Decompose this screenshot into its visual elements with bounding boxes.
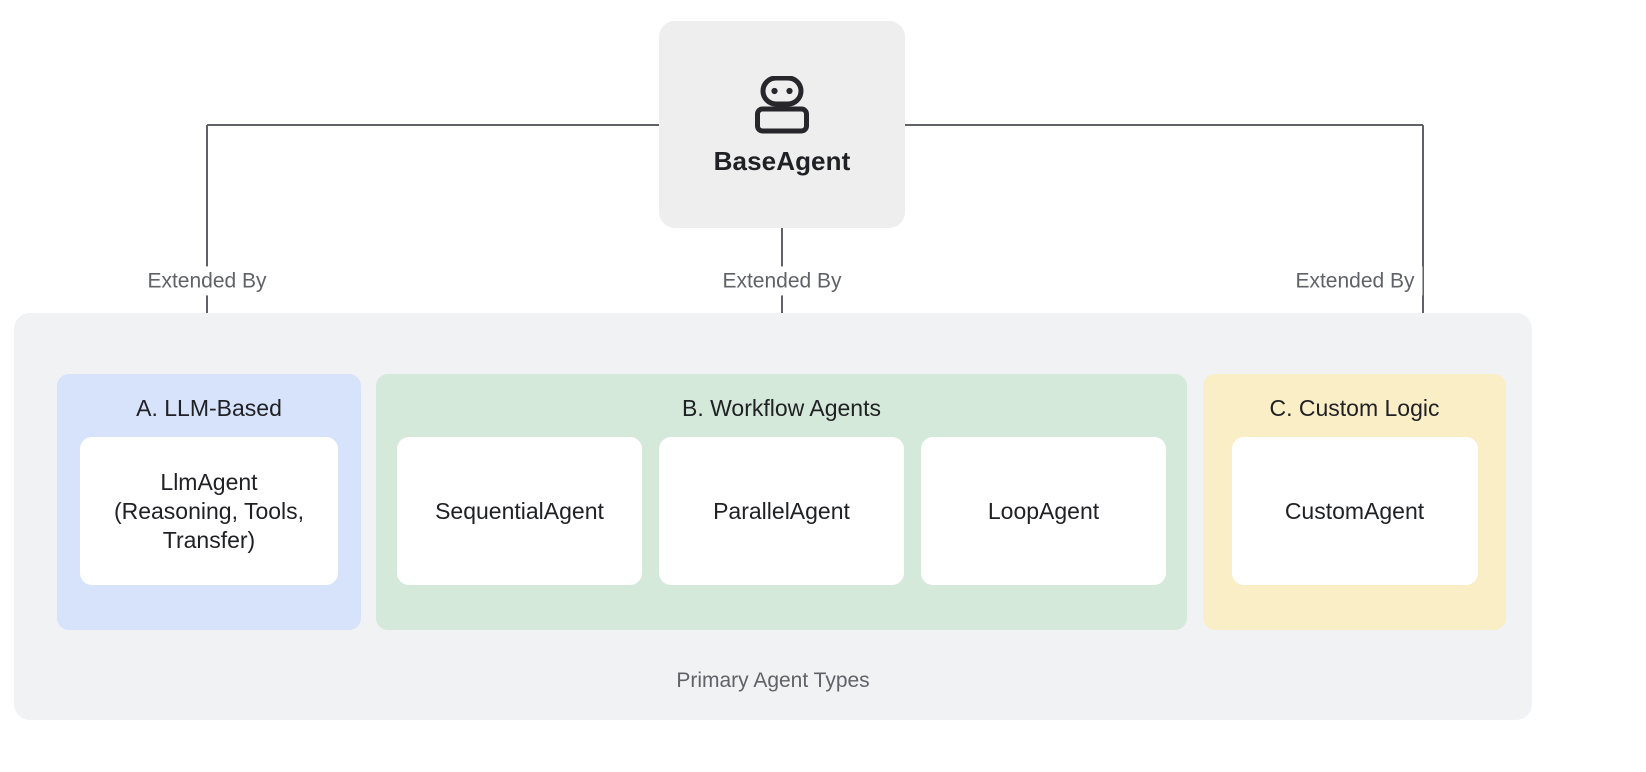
base-agent-label: BaseAgent bbox=[713, 145, 851, 176]
base-agent-card[interactable]: BaseAgent bbox=[659, 21, 905, 228]
category-workflow-agents-title: B. Workflow Agents bbox=[682, 395, 881, 421]
category-llm-based-title: A. LLM-Based bbox=[136, 395, 282, 421]
category-llm-based[interactable]: A. LLM-Based LlmAgent (Reasoning, Tools,… bbox=[57, 374, 361, 630]
category-llm-based-cards: LlmAgent (Reasoning, Tools, Transfer) bbox=[80, 437, 338, 586]
edge-label-custom-logic: Extended By bbox=[1287, 266, 1423, 296]
category-workflow-agents[interactable]: B. Workflow Agents SequentialAgent Paral… bbox=[376, 374, 1187, 630]
primary-agent-types-group: A. LLM-Based LlmAgent (Reasoning, Tools,… bbox=[14, 313, 1532, 720]
category-workflow-agents-cards: SequentialAgent ParallelAgent LoopAgent bbox=[397, 437, 1166, 586]
group-caption: Primary Agent Types bbox=[676, 669, 870, 692]
agent-card-loopagent[interactable]: LoopAgent bbox=[921, 437, 1166, 586]
agent-card-llmagent[interactable]: LlmAgent (Reasoning, Tools, Transfer) bbox=[80, 437, 338, 586]
agent-card-sequentialagent[interactable]: SequentialAgent bbox=[397, 437, 642, 586]
agent-card-parallelagent[interactable]: ParallelAgent bbox=[659, 437, 904, 586]
category-custom-logic-cards: CustomAgent bbox=[1231, 437, 1478, 586]
category-custom-logic[interactable]: C. Custom Logic CustomAgent bbox=[1203, 374, 1506, 630]
agent-card-customagent[interactable]: CustomAgent bbox=[1231, 437, 1478, 586]
robot-icon bbox=[755, 75, 809, 133]
edge-label-llm-based: Extended By bbox=[139, 266, 275, 296]
category-custom-logic-title: C. Custom Logic bbox=[1269, 395, 1440, 421]
edge-label-workflow-agents: Extended By bbox=[714, 266, 850, 296]
